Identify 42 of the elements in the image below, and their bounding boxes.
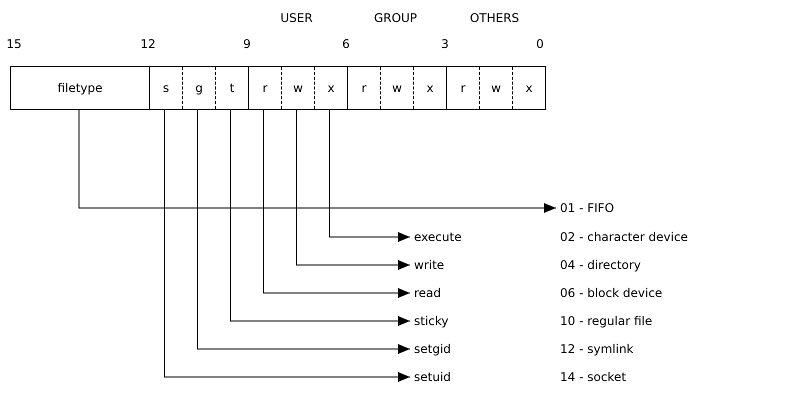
bit-field: r: [347, 67, 380, 109]
leader-arrow: [230, 110, 410, 326]
bit-number: 15: [6, 36, 22, 52]
bit-field: w: [281, 67, 314, 109]
filetype-code: 02 - character device: [560, 229, 688, 245]
bit-number: 6: [342, 36, 350, 52]
leader-label: setuid: [414, 369, 451, 385]
bit-field: t: [215, 67, 248, 109]
leader-arrow: [197, 110, 410, 354]
filetype-code: 04 - directory: [560, 257, 641, 273]
leader-arrow: [78, 110, 556, 213]
filetype-code: 10 - regular file: [560, 313, 652, 329]
bit-field: x: [413, 67, 446, 109]
bit-field: g: [182, 67, 215, 109]
leader-label: read: [414, 285, 442, 301]
bit-field: x: [314, 67, 347, 109]
bit-field: r: [446, 67, 479, 109]
bit-field: w: [479, 67, 512, 109]
bit-field: w: [380, 67, 413, 109]
leader-arrow: [263, 110, 410, 298]
filetype-code: 14 - socket: [560, 369, 626, 385]
leader-arrow: [296, 110, 410, 270]
leader-label: setgid: [414, 341, 451, 357]
bit-number: 12: [140, 36, 156, 52]
leader-arrow: [164, 110, 410, 382]
filetype-code: 06 - block device: [560, 285, 662, 301]
leader-label: 01 - FIFO: [560, 200, 614, 216]
bit-number: 3: [441, 36, 449, 52]
bit-field: r: [248, 67, 281, 109]
group-heading: USER: [280, 10, 313, 26]
filetype-code: 12 - symlink: [560, 341, 634, 357]
filetype-field: filetype: [11, 67, 149, 109]
bit-field: x: [512, 67, 545, 109]
leader-arrow: [329, 110, 410, 242]
leader-label: sticky: [414, 313, 449, 329]
leader-label: execute: [414, 229, 462, 245]
group-heading: GROUP: [374, 10, 418, 26]
leader-label: write: [414, 257, 444, 273]
bit-number: 0: [536, 36, 544, 52]
bit-number: 9: [243, 36, 251, 52]
bit-field: s: [149, 67, 182, 109]
group-heading: OTHERS: [470, 10, 520, 26]
